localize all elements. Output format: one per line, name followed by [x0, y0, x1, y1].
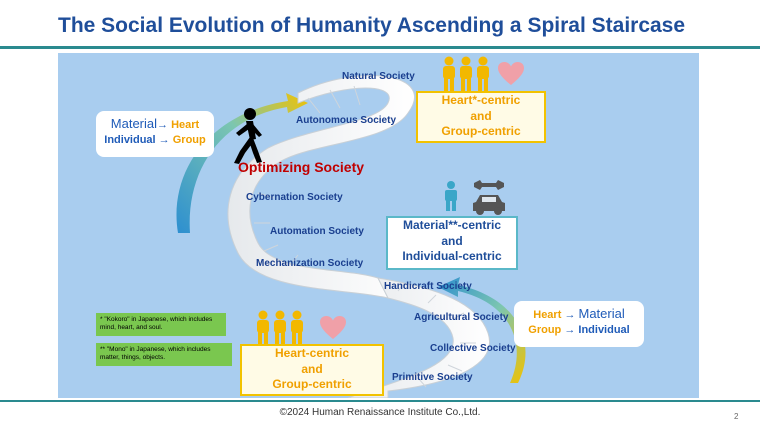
transition-line-1: Heart → Material: [514, 305, 644, 323]
arrow-right-icon: →: [158, 133, 170, 146]
autonomous-society-label: Autonomous Society: [296, 115, 397, 126]
group-label: Group: [172, 133, 206, 146]
copyright-footer: ©2024 Human Renaissance Institute Co.,Lt…: [279, 407, 481, 418]
heart-icon: [498, 62, 524, 85]
callout-line: Heart-centric: [274, 346, 350, 360]
callout-line: and: [441, 233, 463, 248]
transition-line-1: Material→ Heart: [96, 115, 214, 133]
wrench-icon: [474, 180, 504, 190]
transition-line-2: Group → Individual: [514, 323, 644, 338]
callout-line: Heart*-centric: [441, 93, 521, 107]
people-group-icon: [443, 56, 489, 91]
callout-line: and: [301, 361, 323, 376]
callout-line: Individual-centric: [402, 249, 502, 264]
heart-icon: [320, 316, 346, 339]
transition-line-2: Individual → Group: [96, 133, 214, 148]
walking-person-icon: [234, 108, 262, 164]
material-label: Material: [578, 306, 625, 321]
cybernation-society-label: Cybernation Society: [246, 192, 343, 203]
individual-label: Individual: [578, 323, 630, 336]
natural-society-label: Natural Society: [342, 71, 415, 82]
callout-line: Material**-centric: [402, 218, 502, 232]
people-group-icon: [257, 310, 303, 345]
heart-centric-callout: Heart-centric and Group-centric: [240, 344, 384, 396]
individual-label: Individual: [104, 133, 156, 146]
arrow-right-icon: →: [157, 119, 169, 131]
automation-society-label: Automation Society: [270, 226, 364, 237]
car-icon: [473, 195, 505, 215]
top-divider: [0, 46, 760, 49]
mono-footnote: ** "Mono" in Japanese, which includes ma…: [96, 343, 232, 366]
material-to-heart-box: Material→ Heart Individual → Group: [96, 111, 214, 157]
group-label: Group: [528, 323, 562, 336]
material-label: Material: [110, 116, 158, 131]
collective-society-label: Collective Society: [430, 343, 516, 354]
heart-to-material-box: Heart → Material Group → Individual: [514, 301, 644, 347]
arrow-right-icon: →: [564, 309, 576, 321]
heart-label: Heart: [171, 119, 200, 131]
callout-line: Group-centric: [441, 124, 521, 139]
spiral-staircase-graphic: [176, 75, 526, 398]
material-star-centric-callout: Material**-centric and Individual-centri…: [386, 216, 518, 270]
diagram-panel: Natural Society Autonomous Society Optim…: [58, 53, 699, 398]
handicraft-society-label: Handicraft Society: [384, 281, 472, 292]
arrow-right-icon: →: [564, 323, 576, 336]
primitive-society-label: Primitive Society: [392, 372, 473, 383]
optimizing-society-label: Optimizing Society: [238, 159, 365, 175]
callout-line: Group-centric: [272, 377, 352, 392]
person-icon: [445, 181, 457, 211]
slide-title: The Social Evolution of Humanity Ascendi…: [58, 14, 686, 37]
heart-star-centric-callout: Heart*-centric and Group-centric: [416, 91, 546, 143]
page-number: 2: [734, 412, 739, 421]
callout-line: and: [470, 108, 492, 123]
agricultural-society-label: Agricultural Society: [414, 312, 509, 323]
kokoro-footnote: * "Kokoro" in Japanese, which includes m…: [96, 313, 226, 336]
bottom-divider: [0, 400, 760, 402]
mechanization-society-label: Mechanization Society: [256, 258, 364, 269]
heart-label: Heart: [533, 309, 562, 321]
